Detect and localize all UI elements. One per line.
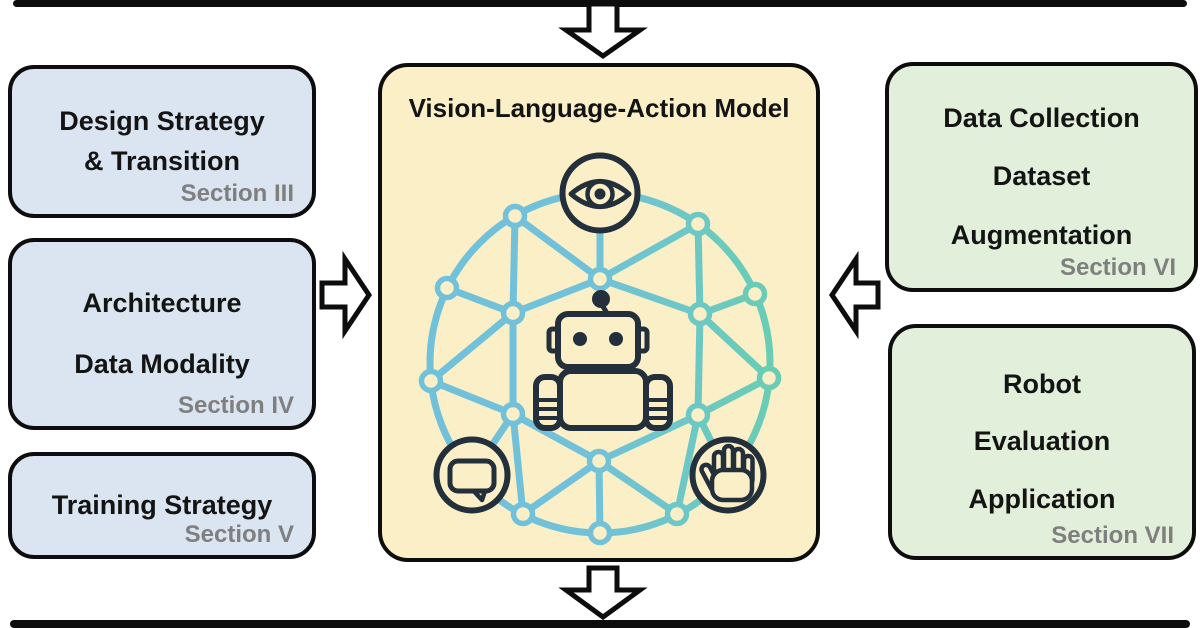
architecture-box: Architecture Data Modality Section IV [8, 238, 316, 430]
down-arrow-top [558, 1, 648, 60]
box-line: Design Strategy [59, 105, 265, 136]
box-line: Robot [1003, 369, 1081, 400]
bottom-partial-box-edge [10, 620, 1190, 628]
section-label: Section V [184, 521, 294, 548]
box-text: Data Collection Dataset Augmentation [889, 66, 1194, 324]
data-collection-box: Data Collection Dataset Augmentation Sec… [885, 62, 1198, 292]
training-strategy-box: Training Strategy Section V [8, 452, 316, 559]
box-text: Architecture Data Modality [12, 242, 312, 456]
box-line: Data Modality [74, 349, 250, 379]
section-label: Section VI [1059, 254, 1176, 281]
box-text: Robot Evaluation Application [892, 328, 1192, 600]
box-line: Application [968, 483, 1116, 514]
box-line: Data Collection [943, 103, 1140, 134]
box-line: Evaluation [973, 426, 1111, 457]
box-line: & Transition [83, 146, 240, 176]
vla-model-box: Vision-Language-Action Model [378, 63, 820, 562]
robot-evaluation-box: Robot Evaluation Application Section VII [888, 324, 1196, 560]
left-arrow-right-column [828, 250, 881, 340]
box-line: Augmentation [950, 219, 1133, 250]
box-text: Training Strategy [12, 456, 312, 587]
top-partial-box-edge [13, 0, 1187, 7]
vla-model-title: Vision-Language-Action Model [408, 93, 790, 123]
down-arrow-bottom [558, 565, 648, 621]
box-line: Architecture [82, 287, 242, 318]
box-line: Dataset [992, 161, 1091, 192]
section-label: Section IV [177, 392, 294, 419]
section-label: Section VII [1051, 522, 1174, 549]
right-arrow-left-column [319, 250, 373, 340]
design-strategy-box: Design Strategy & Transition Section III [8, 65, 316, 218]
section-label: Section III [180, 180, 294, 207]
box-line: Training Strategy [51, 489, 273, 520]
box-text: Design Strategy & Transition [12, 69, 312, 236]
